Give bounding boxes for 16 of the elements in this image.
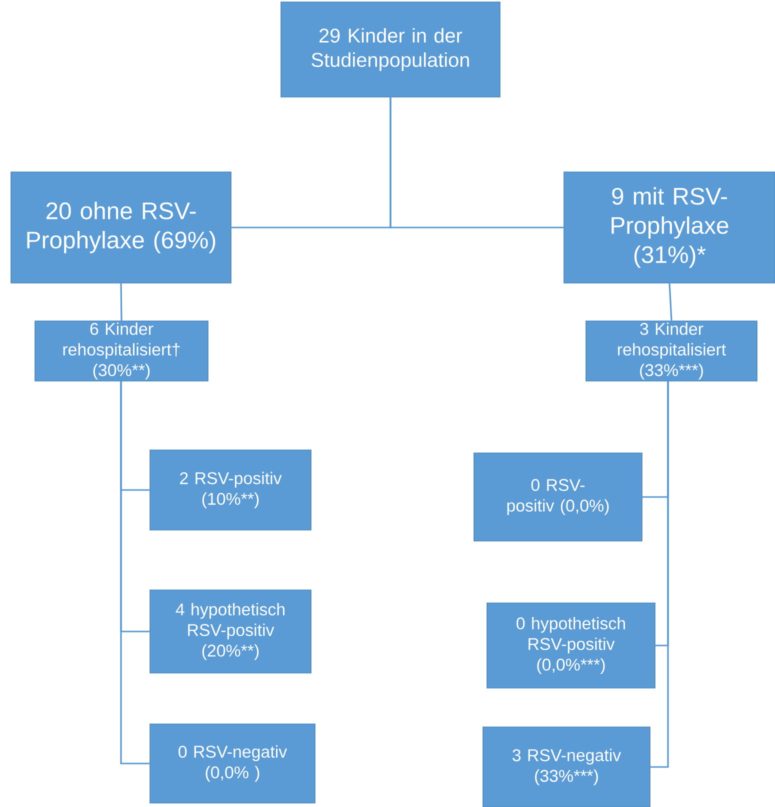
connector-line [120, 381, 150, 764]
connector-line [120, 283, 122, 321]
process-box: 6 Kinder rehospitalisiert† (30%**) [34, 320, 208, 382]
process-box: 0 RSV-positiv (0,0%) [474, 452, 642, 542]
process-box: 9 mit RSV-Prophylaxe (31%)* [564, 172, 775, 284]
connector-line [668, 283, 672, 321]
process-box: 29 Kinder in der Studienpopulation [280, 2, 500, 98]
connector-line [650, 381, 669, 768]
connector-line [390, 97, 564, 228]
process-box: 2 RSV-positiv (10%**) [150, 450, 312, 530]
process-box: 3 RSV-negativ (33%***) [482, 726, 650, 807]
process-box: 20 ohne RSV-Prophylaxe (69%) [10, 172, 232, 284]
process-box: 0 hypothetisch RSV-positiv (0,0%***) [486, 602, 656, 688]
process-box: 3 Kinder rehospitalisiert (33%***) [586, 320, 758, 382]
process-box: 0 RSV-negativ (0,0% ) [150, 724, 316, 804]
process-box: 4 hypothetisch RSV-positiv (20%**) [150, 590, 312, 674]
